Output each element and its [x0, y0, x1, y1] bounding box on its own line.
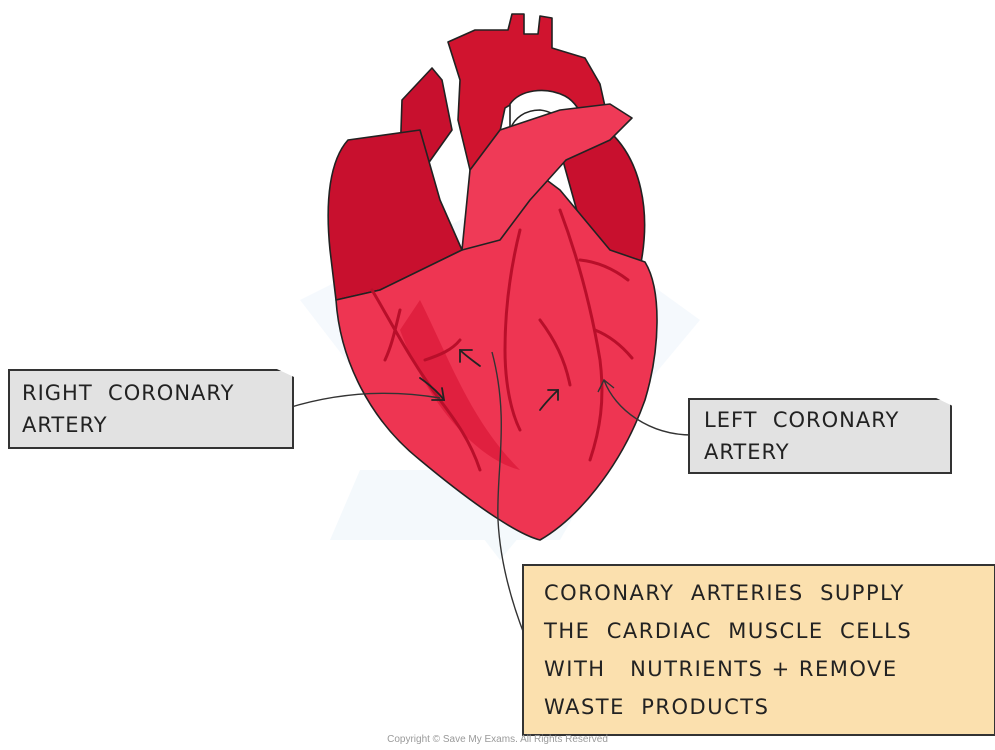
note-line: CORONARY ARTERIES SUPPLY	[544, 574, 994, 612]
note-coronary-function: CORONARY ARTERIES SUPPLY THE CARDIAC MUS…	[522, 564, 995, 736]
label-line: LEFT CORONARY	[704, 404, 950, 436]
label-line: RIGHT CORONARY	[22, 377, 292, 409]
label-right-coronary-artery: RIGHT CORONARY ARTERY	[8, 369, 294, 449]
note-line: WASTE PRODUCTS	[544, 688, 994, 726]
copyright-notice: Copyright © Save My Exams. All Rights Re…	[0, 734, 995, 745]
note-line: THE CARDIAC MUSCLE CELLS	[544, 612, 994, 650]
label-line: ARTERY	[22, 409, 292, 441]
label-left-coronary-artery: LEFT CORONARY ARTERY	[688, 398, 952, 474]
label-line: ARTERY	[704, 436, 950, 468]
note-line: WITH NUTRIENTS + REMOVE	[544, 650, 994, 688]
